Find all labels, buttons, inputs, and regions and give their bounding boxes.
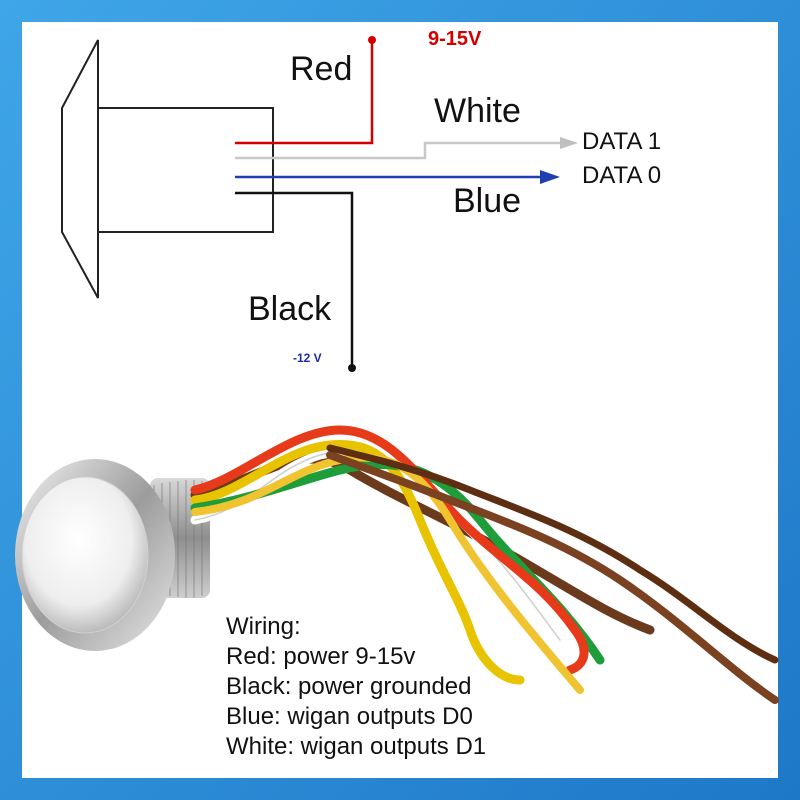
black-wire-label: Black bbox=[248, 290, 332, 328]
wiring-line-white: White: wigan outputs D1 bbox=[226, 733, 487, 760]
button-photo bbox=[15, 459, 210, 651]
data1-label: DATA 1 bbox=[582, 128, 662, 155]
wiring-line-red: Red: power 9-15v bbox=[226, 643, 416, 670]
wiring-notes: Wiring: Red: power 9-15v Black: power gr… bbox=[226, 612, 486, 762]
wiring-line-black: Black: power grounded bbox=[226, 673, 472, 700]
blue-wire-label: Blue bbox=[453, 182, 522, 220]
wiring-heading: Wiring: bbox=[226, 613, 301, 640]
image-panel bbox=[22, 22, 778, 778]
wire-bundle bbox=[190, 425, 779, 704]
data0-label: DATA 0 bbox=[582, 162, 662, 189]
black-wire bbox=[235, 191, 356, 372]
negative-voltage-label: -12 V bbox=[293, 351, 322, 365]
red-wire bbox=[235, 36, 376, 145]
red-wire-label: Red bbox=[290, 50, 353, 88]
white-wire-label: White bbox=[434, 92, 521, 130]
wiring-line-blue: Blue: wigan outputs D0 bbox=[226, 703, 473, 730]
reader-outline bbox=[61, 39, 274, 299]
blue-wire bbox=[235, 170, 560, 184]
white-wire bbox=[235, 137, 578, 160]
positive-voltage-label: 9-15V bbox=[428, 28, 482, 50]
